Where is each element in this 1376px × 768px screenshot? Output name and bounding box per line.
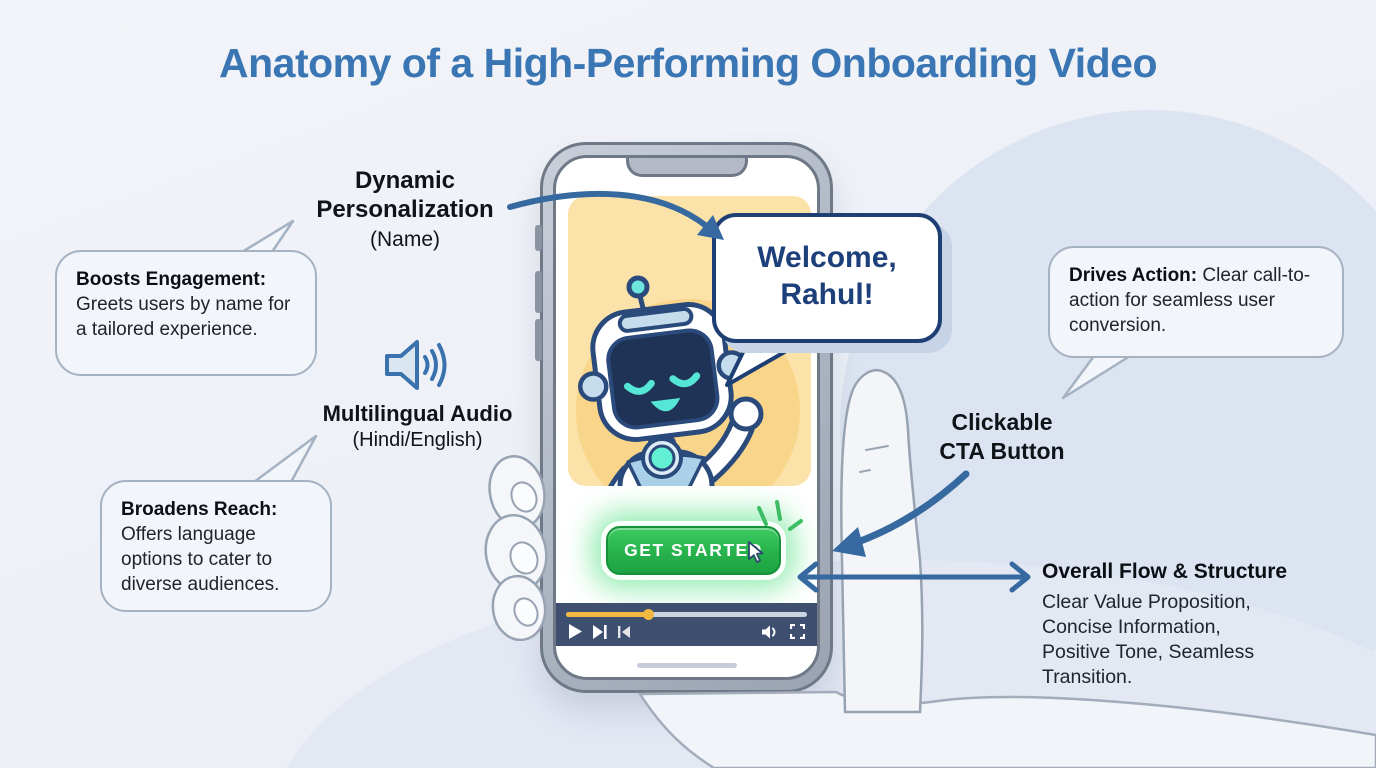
label-line: (Hindi/English) (352, 429, 483, 451)
callout-drives-action: Drives Action: Clear call-to-action for … (1048, 246, 1344, 358)
label-line: Dynamic (354, 167, 456, 194)
video-progress-bar[interactable] (566, 609, 807, 620)
previous-track-icon[interactable] (618, 625, 630, 638)
fullscreen-icon[interactable] (790, 624, 805, 639)
robot-eye (669, 372, 701, 388)
phone-side-button (535, 271, 542, 313)
overall-line: Positive Tone, Seamless (1042, 641, 1255, 663)
welcome-line: Rahul! (780, 278, 874, 311)
callout-body: Greets users by name for a tailored expe… (76, 294, 291, 340)
hand-palm (637, 690, 1376, 768)
robot-chest-core (648, 444, 676, 472)
label-dynamic-personalization: Dynamic Personalization (Name) (270, 166, 540, 254)
robot-face-screen (606, 328, 720, 430)
label-overall-flow: Overall Flow & Structure Clear Value Pro… (1042, 560, 1312, 690)
robot-eye (623, 379, 655, 395)
label-multilingual-audio: Multilingual Audio (Hindi/English) (300, 400, 535, 454)
label-clickable-cta: Clickable CTA Button (927, 408, 1077, 466)
robot-head (578, 302, 747, 442)
welcome-speech-bubble: Welcome, Rahul! (712, 213, 942, 343)
next-track-icon[interactable] (593, 624, 607, 639)
overall-line: Transition. (1042, 666, 1133, 688)
phone-side-button (535, 225, 542, 251)
callout-heading: Drives Action: (1069, 265, 1198, 286)
arrow-cta-to-button (832, 470, 970, 557)
phone-notch (625, 158, 748, 177)
overall-heading: Overall Flow & Structure (1042, 560, 1288, 583)
get-started-label: GET STARTED (624, 540, 763, 560)
video-player-bar (556, 603, 817, 646)
overall-line: Concise Information, (1042, 616, 1221, 638)
welcome-line: Welcome, (757, 241, 897, 274)
callout-heading: Broadens Reach: (121, 499, 278, 520)
robot-mouth (650, 397, 681, 412)
label-line: Multilingual Audio (322, 401, 513, 426)
page-title: Anatomy of a High-Performing Onboarding … (219, 40, 1158, 86)
callout-body: Offers language options to cater to dive… (121, 524, 280, 595)
hand-thumb (840, 369, 924, 714)
label-line: Clickable (951, 409, 1053, 435)
video-progress-knob[interactable] (642, 609, 654, 620)
callout-boosts-engagement: Boosts Engagement: Greets users by name … (55, 250, 317, 376)
video-progress-fill (566, 609, 654, 620)
play-icon[interactable] (569, 624, 582, 639)
overall-line: Clear Value Proposition, (1042, 591, 1251, 613)
label-line: CTA Button (939, 438, 1065, 464)
callout-tail (1061, 354, 1132, 400)
cursor-arrow-icon (748, 541, 764, 563)
speaker-icon (383, 334, 453, 396)
callout-heading: Boosts Engagement: (76, 269, 267, 290)
phone-side-button (535, 319, 542, 361)
label-line: (Name) (369, 228, 440, 251)
robot-hand (728, 396, 764, 432)
label-line: Personalization (316, 196, 494, 223)
arrow-button-to-overall (797, 561, 1031, 593)
home-indicator (636, 663, 737, 668)
get-started-button[interactable]: GET STARTED (606, 526, 781, 575)
callout-broadens-reach: Broadens Reach: Offers language options … (100, 480, 332, 612)
robot-antenna (626, 275, 650, 299)
volume-icon[interactable] (762, 625, 779, 639)
